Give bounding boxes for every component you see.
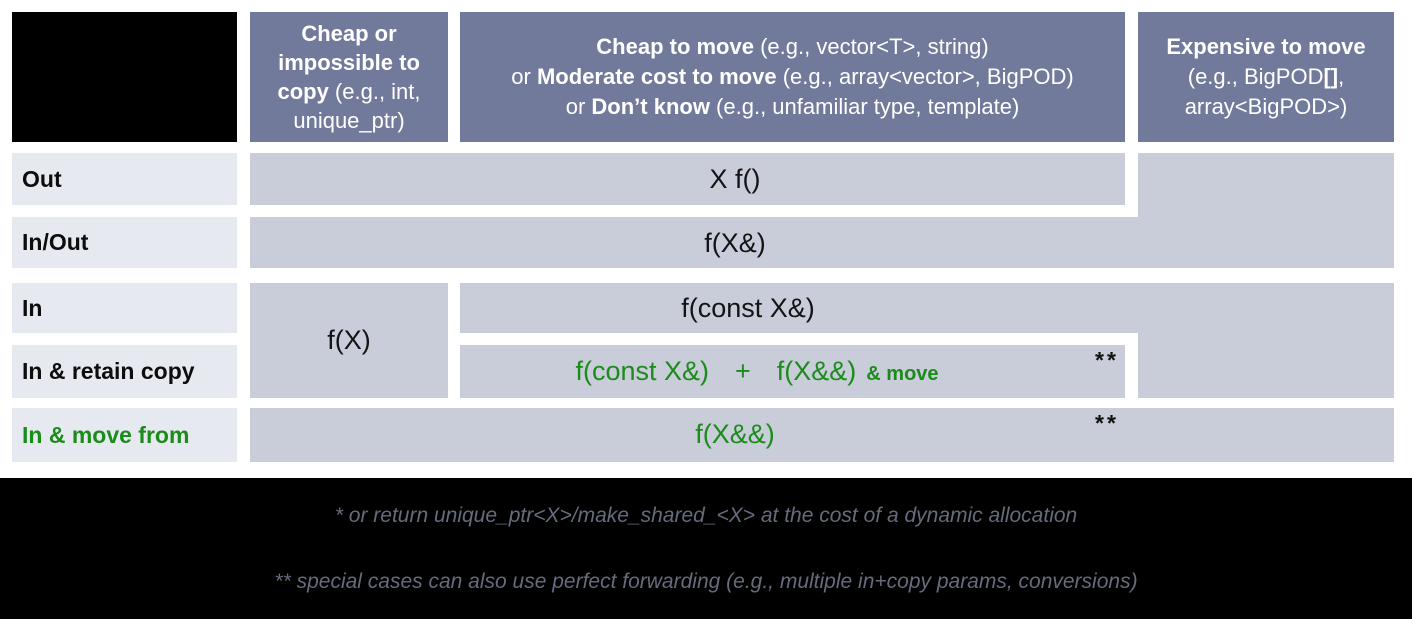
cell-move-from-row bbox=[250, 408, 1394, 462]
code-retain-const-ref: f(const X&) bbox=[575, 356, 709, 386]
code-out: X f() bbox=[709, 164, 761, 194]
cell-in-row bbox=[460, 283, 1394, 333]
row-label-text: In/Out bbox=[22, 229, 89, 255]
code-retain: f(const X&) + f(X&&) & move bbox=[457, 352, 1057, 393]
header-expensive-move: Expensive to move (e.g., BigPOD[], array… bbox=[1138, 12, 1394, 142]
cell-in-cheap-copy bbox=[250, 283, 448, 398]
header-line: or Moderate cost to move (e.g., array<ve… bbox=[511, 62, 1073, 92]
header-line: array<BigPOD>) bbox=[1184, 94, 1348, 119]
row-label-text: In bbox=[22, 294, 43, 321]
footnote-double-asterisk: ** special cases can also use perfect fo… bbox=[274, 570, 1138, 593]
double-asterisk-marker-retain: ** bbox=[1095, 347, 1119, 373]
row-label-text: In & move from bbox=[22, 421, 190, 448]
footnote-single-asterisk: * or return unique_ptr<X>/make_shared_<X… bbox=[334, 504, 1078, 527]
header-text-bold: [] bbox=[1323, 64, 1339, 89]
header-line: or Don’t know (e.g., unfamiliar type, te… bbox=[566, 92, 1020, 122]
row-label-text: In & retain copy bbox=[22, 358, 195, 384]
cell-retain-expensive-merged bbox=[1138, 345, 1394, 398]
header-text-rest: (e.g., vector<T>, string) bbox=[753, 34, 989, 59]
header-text-pre: (e.g., BigPOD bbox=[1187, 64, 1324, 89]
code-cheap-copy: f(X) bbox=[327, 325, 371, 355]
double-asterisk-marker-move-from: ** bbox=[1095, 410, 1119, 436]
cell-inout-row bbox=[250, 217, 1394, 268]
code-retain-rvalue-ref: f(X&&) bbox=[776, 356, 857, 386]
header-text-rest: (e.g., unfamiliar type, template) bbox=[709, 94, 1020, 119]
header-text-pre: or bbox=[565, 94, 592, 119]
row-label-text: Out bbox=[22, 165, 62, 192]
row-label-out: Out bbox=[12, 153, 237, 205]
code-retain-plus: + bbox=[735, 356, 751, 386]
header-text-rest: (e.g., int, unique_ptr) bbox=[293, 79, 421, 133]
header-text-bold: Cheap or impossible to copy bbox=[277, 21, 420, 104]
header-cheap-move: Cheap to move (e.g., vector<T>, string) … bbox=[460, 12, 1125, 142]
header-line: (e.g., BigPOD[], bbox=[1188, 62, 1345, 92]
header-text-rest: (e.g., array<vector>, BigPOD) bbox=[776, 64, 1074, 89]
footer-band: * or return unique_ptr<X>/make_shared_<X… bbox=[0, 478, 1412, 619]
header-text-bold: Moderate cost to move bbox=[536, 64, 777, 89]
row-label-in-move-from: In & move from bbox=[12, 408, 237, 462]
code-in: f(const X&) bbox=[681, 293, 815, 323]
header-line: Cheap to move (e.g., vector<T>, string) bbox=[596, 32, 988, 62]
row-label-inout: In/Out bbox=[12, 217, 237, 268]
row-label-in: In bbox=[12, 283, 237, 333]
cell-connector-out-to-inout bbox=[1138, 205, 1394, 217]
header-cheap-copy-text: Cheap or impossible to copy (e.g., int, … bbox=[252, 19, 446, 135]
header-text-bold: Don’t know bbox=[591, 94, 710, 119]
header-cheap-copy: Cheap or impossible to copy (e.g., int, … bbox=[250, 12, 448, 142]
table-corner-cell bbox=[12, 12, 237, 142]
header-text-pre: or bbox=[511, 64, 537, 89]
cell-connector-in-to-retain bbox=[1138, 333, 1394, 345]
cell-out-return-value bbox=[250, 153, 1125, 205]
code-inout: f(X&) bbox=[704, 228, 766, 258]
header-text-bold: Cheap to move bbox=[596, 34, 754, 59]
code-retain-move-suffix: & move bbox=[866, 363, 939, 385]
cell-out-expensive-merged bbox=[1138, 153, 1394, 205]
cell-retain-row bbox=[460, 345, 1125, 398]
row-label-in-retain-copy: In & retain copy bbox=[12, 345, 237, 398]
header-text-rest: , bbox=[1338, 64, 1345, 89]
header-line: Expensive to move bbox=[1166, 34, 1366, 59]
code-move-from: f(X&&) bbox=[695, 419, 775, 449]
